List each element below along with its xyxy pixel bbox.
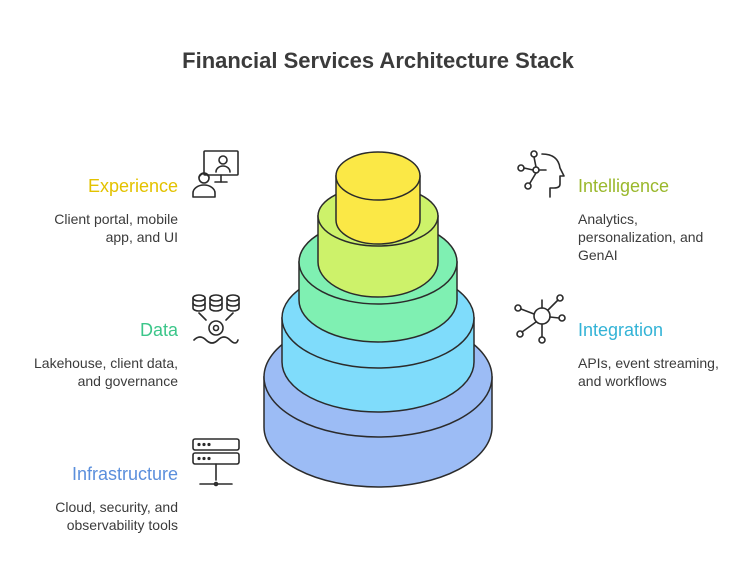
user-monitor-icon [192, 150, 239, 198]
data-description: Lakehouse, client data, and governance [34, 355, 178, 389]
head-network-icon [517, 150, 565, 198]
infrastructure-description: Cloud, security, and observability tools [55, 499, 178, 533]
network-hub-icon [514, 294, 566, 344]
tier-experience [335, 151, 421, 245]
integration-description: APIs, event streaming, and workflows [578, 355, 719, 389]
diagram-title: Financial Services Architecture Stack [182, 48, 574, 73]
data-label: Data [139, 320, 178, 340]
infrastructure-label: Infrastructure [71, 464, 178, 484]
server-rack-icon [192, 438, 240, 487]
experience-description: Client portal, mobile app, and UI [54, 211, 178, 245]
database-gear-icon [192, 294, 240, 344]
experience-label: Experience [87, 176, 178, 196]
intelligence-label: Intelligence [578, 176, 670, 196]
intelligence-description: Analytics, personalization, and GenAI [578, 211, 704, 263]
integration-label: Integration [578, 320, 664, 340]
